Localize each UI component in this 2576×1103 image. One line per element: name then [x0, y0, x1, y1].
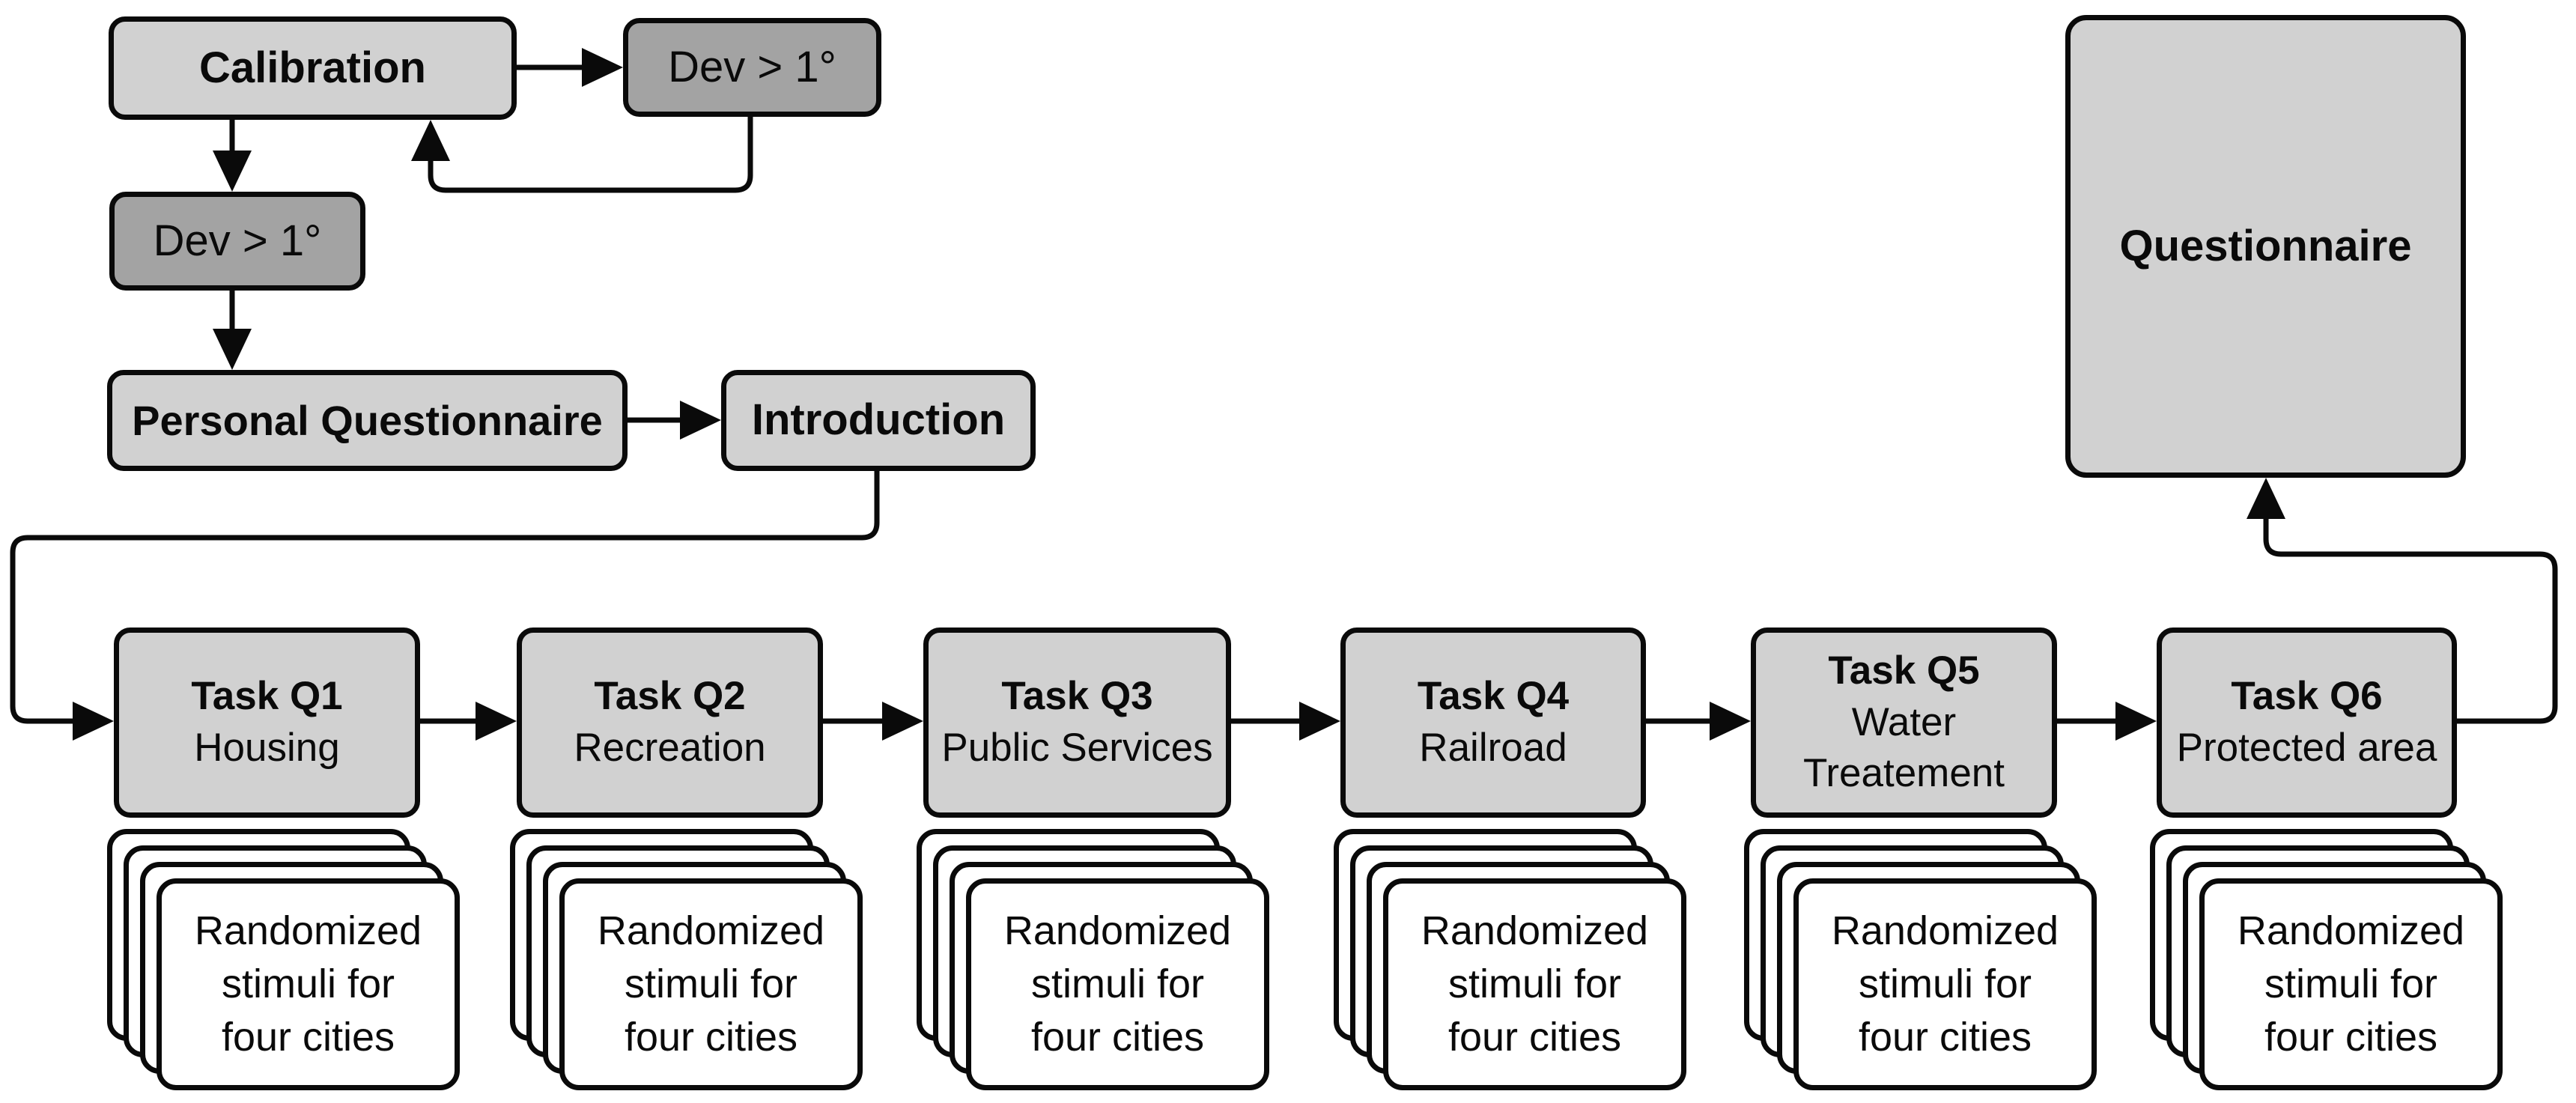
task-q6-title: Task Q6: [2231, 674, 2383, 719]
stimuli-stack-q2: Randomized stimuli for four cities: [510, 829, 863, 1090]
arrow-task-q4-to-q5: [1646, 702, 1751, 741]
stimuli-card-front: Randomized stimuli for four cities: [1793, 878, 2097, 1090]
task-q3-subtitle: Public Services: [941, 726, 1213, 770]
task-q2-subtitle: Recreation: [574, 726, 766, 770]
stimuli-label: Randomized stimuli for four cities: [1003, 908, 1232, 1060]
arrow-task-q1-to-q2: [420, 702, 517, 741]
stimuli-card-front: Randomized stimuli for four cities: [2199, 878, 2503, 1090]
stimuli-stack-q4: Randomized stimuli for four cities: [1334, 829, 1686, 1090]
node-introduction: Introduction: [721, 370, 1036, 471]
questionnaire-label: Questionnaire: [2119, 221, 2412, 270]
dev-check-mid-label: Dev > 1°: [153, 216, 322, 265]
dev-check-top-label: Dev > 1°: [668, 42, 836, 91]
arrow-task-q2-to-q3: [823, 702, 923, 741]
stimuli-label: Randomized stimuli for four cities: [2237, 908, 2465, 1060]
node-task-q4: Task Q4 Railroad: [1340, 628, 1646, 818]
node-task-q3: Task Q3 Public Services: [923, 628, 1231, 818]
task-q4-title: Task Q4: [1417, 674, 1570, 719]
task-q3-title: Task Q3: [1001, 674, 1153, 719]
arrow-dev-check-loop-return: [411, 117, 753, 193]
node-task-q5: Task Q5 Water Treatement: [1751, 628, 2057, 818]
node-personal-questionnaire: Personal Questionnaire: [107, 370, 628, 471]
task-q4-subtitle: Railroad: [1419, 726, 1567, 770]
introduction-label: Introduction: [751, 395, 1006, 445]
stimuli-stack-q6: Randomized stimuli for four cities: [2150, 829, 2503, 1090]
stimuli-stack-q1: Randomized stimuli for four cities: [107, 829, 460, 1090]
node-task-q1: Task Q1 Housing: [114, 628, 420, 818]
stimuli-card-front: Randomized stimuli for four cities: [966, 878, 1269, 1090]
arrow-introduction-to-task-q1: [10, 471, 880, 741]
stimuli-label: Randomized stimuli for four cities: [597, 908, 825, 1060]
task-q5-subtitle: Water Treatement: [1802, 699, 2005, 796]
stimuli-stack-q3: Randomized stimuli for four cities: [917, 829, 1269, 1090]
arrow-dev-check-to-personal-questionnaire: [213, 291, 252, 370]
task-q1-subtitle: Housing: [194, 726, 340, 770]
arrow-personal-questionnaire-to-introduction: [628, 401, 721, 440]
stimuli-stack-q5: Randomized stimuli for four cities: [1744, 829, 2097, 1090]
node-calibration: Calibration: [109, 16, 517, 120]
node-dev-check-top: Dev > 1°: [623, 18, 881, 117]
stimuli-card-front: Randomized stimuli for four cities: [157, 878, 460, 1090]
stimuli-label: Randomized stimuli for four cities: [1831, 908, 2059, 1060]
task-q2-title: Task Q2: [594, 674, 746, 719]
arrow-calibration-to-dev-check: [517, 48, 623, 87]
stimuli-label: Randomized stimuli for four cities: [194, 908, 422, 1060]
arrow-task-q5-to-q6: [2057, 702, 2157, 741]
arrow-task-q6-to-questionnaire: [2247, 478, 2558, 724]
calibration-label: Calibration: [199, 43, 426, 92]
arrow-task-q3-to-q4: [1231, 702, 1340, 741]
personal-questionnaire-label: Personal Questionnaire: [132, 396, 603, 444]
task-q6-subtitle: Protected area: [2176, 726, 2437, 770]
stimuli-label: Randomized stimuli for four cities: [1421, 908, 1649, 1060]
arrow-calibration-to-dev-check-mid: [213, 120, 252, 192]
stimuli-card-front: Randomized stimuli for four cities: [1383, 878, 1686, 1090]
node-task-q6: Task Q6 Protected area: [2157, 628, 2457, 818]
node-task-q2: Task Q2 Recreation: [517, 628, 823, 818]
node-questionnaire: Questionnaire: [2065, 15, 2466, 478]
node-dev-check-mid: Dev > 1°: [109, 192, 365, 291]
stimuli-card-front: Randomized stimuli for four cities: [559, 878, 863, 1090]
task-q5-title: Task Q5: [1828, 648, 1980, 693]
task-q1-title: Task Q1: [191, 674, 343, 719]
